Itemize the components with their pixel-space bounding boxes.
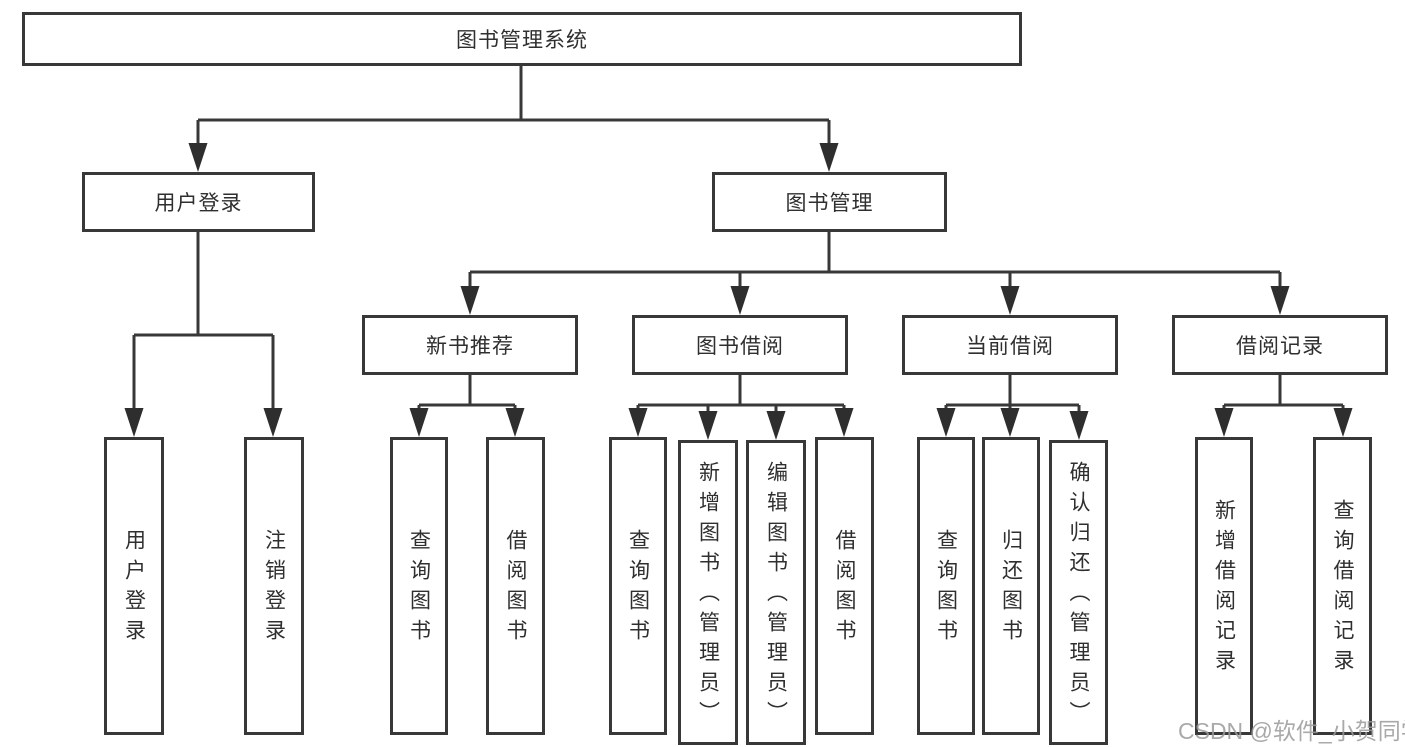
node-book-management: 图书管理 (712, 172, 947, 232)
node-current-borrow: 当前借阅 (902, 315, 1118, 375)
leaf-query-book-current: 查询图书 (917, 437, 975, 735)
watermark-text: CSDN @软件_小贺同学 (1178, 718, 1405, 744)
node-root: 图书管理系统 (22, 12, 1022, 66)
leaf-confirm-return-admin: 确认归还（管理员） (1049, 440, 1108, 745)
node-borrow-records: 借阅记录 (1172, 315, 1388, 375)
leaf-borrow-book: 借阅图书 (815, 437, 874, 735)
leaf-edit-book-admin: 编辑图书（管理员） (746, 440, 806, 745)
leaf-add-book-admin: 新增图书（管理员） (678, 440, 738, 745)
leaf-logout: 注销登录 (244, 437, 304, 735)
leaf-return-book: 归还图书 (982, 437, 1040, 735)
node-user-login: 用户登录 (82, 172, 315, 232)
leaf-user-login: 用户登录 (104, 437, 164, 735)
leaf-query-borrow-record: 查询借阅记录 (1313, 437, 1372, 735)
node-book-borrow: 图书借阅 (632, 315, 848, 375)
leaf-borrow-book-recommend: 借阅图书 (486, 437, 545, 735)
node-new-book-recommend: 新书推荐 (362, 315, 578, 375)
leaf-query-book-recommend: 查询图书 (390, 437, 448, 735)
leaf-query-book-borrow: 查询图书 (609, 437, 667, 735)
leaf-add-borrow-record: 新增借阅记录 (1195, 437, 1253, 735)
